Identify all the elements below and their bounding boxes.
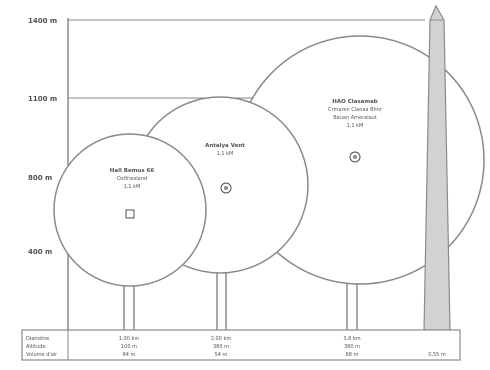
- scale-label-800: 800 m: [28, 174, 52, 182]
- balloon-medium-gondola-core: [224, 186, 228, 190]
- table-cell-medium-altitude: 380 m: [213, 344, 229, 350]
- monument-obelisk: [424, 6, 450, 330]
- balloon-small-name-line-2: Ostfriesland: [117, 176, 147, 182]
- data-table: Diamètre Altitude Volume d'air 1,00 km 1…: [22, 330, 460, 360]
- table-cell-small-diameter: 1,00 km: [119, 336, 140, 342]
- table-row-label-volume: Volume d'air: [26, 352, 58, 358]
- table-row-label-altitude: Altitude: [26, 344, 46, 350]
- balloon-large-name-line-1: HAO Clasamab: [332, 99, 378, 105]
- balloon-medium-name-line-1: Antalya Vent: [205, 143, 245, 149]
- table-cell-large-diameter: 3,6 km: [343, 336, 360, 342]
- monument: [424, 6, 450, 330]
- table-cell-monument-volume: 0,55 m: [428, 352, 446, 358]
- table-cell-medium-volume: 54 m: [215, 352, 228, 358]
- table-cell-large-volume: 68 m: [346, 352, 359, 358]
- table-cell-small-volume: 84 m: [123, 352, 136, 358]
- balloon-small-name-line-1: Hall Bemus 66: [110, 168, 155, 174]
- balloon-large-name-line-2: Crmaren Clanaa Bhnr: [328, 107, 383, 113]
- data-table-border: [22, 330, 460, 360]
- scale-label-400: 400 m: [28, 248, 52, 256]
- table-cell-large-altitude: 380 m: [344, 344, 360, 350]
- table-cell-medium-diameter: 2,00 km: [211, 336, 232, 342]
- balloon-medium-name-line-2: 1,1 kM: [217, 151, 234, 157]
- balloon-small-name-line-3: 1,1 kM: [124, 184, 141, 190]
- scale-label-1400: 1400 m: [28, 17, 57, 25]
- balloon-large-name-line-4: 1,1 kM: [347, 123, 364, 129]
- table-row-label-diameter: Diamètre: [26, 335, 49, 342]
- table-cell-small-altitude: 100 m: [121, 344, 137, 350]
- balloon-large-gondola-core: [353, 155, 357, 159]
- balloon-small: Hall Bemus 66 Ostfriesland 1,1 kM: [54, 134, 206, 330]
- balloon-large-name-line-3: Beuan Ameralaut: [333, 115, 377, 121]
- scale-label-1100: 1100 m: [28, 95, 57, 103]
